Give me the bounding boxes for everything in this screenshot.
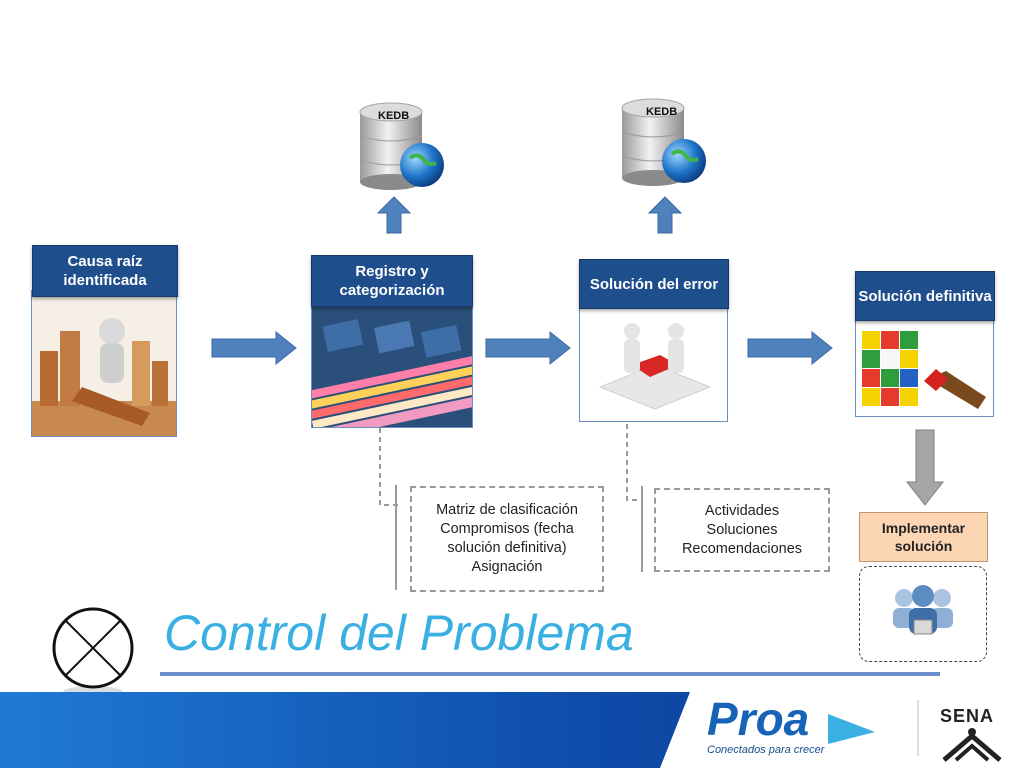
footer-band: Proa Conectados para crecer SENA — [0, 692, 1024, 768]
right-arrow-icon-2 — [485, 330, 571, 366]
note-line: solución definitiva) — [447, 540, 567, 556]
note-line: Actividades — [704, 502, 780, 519]
puzzle-image — [579, 306, 728, 422]
step-label-solucion-definitiva: Solución definitiva — [855, 271, 995, 321]
sena-logo-text: SENA — [940, 706, 995, 726]
step-label-causa-raiz: Causa raíz identificada — [32, 245, 178, 297]
note-line: Asignación — [471, 559, 543, 575]
sena-logo-icon — [942, 728, 1002, 762]
chess-image — [31, 290, 177, 437]
kedb-label-1: KEDB — [378, 110, 410, 122]
note-line: Recomendaciones — [681, 540, 803, 557]
registro-notes-box: Matriz de clasificación Compromisos (fec… — [410, 486, 604, 592]
rubik-cube-image — [855, 318, 994, 417]
solucion-notes-box: Actividades Soluciones Recomendaciones — [654, 488, 830, 572]
note-line: Matriz de clasificación — [436, 502, 578, 518]
up-arrow-icon-2 — [647, 196, 683, 234]
proa-logo: Proa — [707, 693, 810, 745]
step-label-registro: Registro y categorización — [311, 255, 473, 307]
implement-solution-label: Implementar solución — [859, 512, 988, 562]
kedb-database-icon-2 — [621, 98, 706, 186]
right-arrow-icon-1 — [211, 330, 297, 366]
page-title: Control del Problema — [164, 605, 634, 661]
proa-tagline: Conectados para crecer — [707, 744, 825, 756]
note-line: Soluciones — [706, 521, 778, 538]
right-arrow-icon-3 — [747, 330, 833, 366]
up-arrow-icon-1 — [376, 196, 412, 234]
folders-image — [311, 302, 473, 428]
kedb-label-2: KEDB — [646, 106, 678, 118]
note-line: Compromisos (fecha — [440, 521, 574, 537]
step-label-solucion-error: Solución del error — [579, 259, 729, 309]
kedb-database-icon-1 — [359, 102, 444, 190]
down-arrow-icon — [905, 429, 945, 506]
users-group-icon — [893, 585, 953, 635]
crossed-circle-icon — [52, 607, 134, 698]
title-underline — [160, 672, 940, 676]
